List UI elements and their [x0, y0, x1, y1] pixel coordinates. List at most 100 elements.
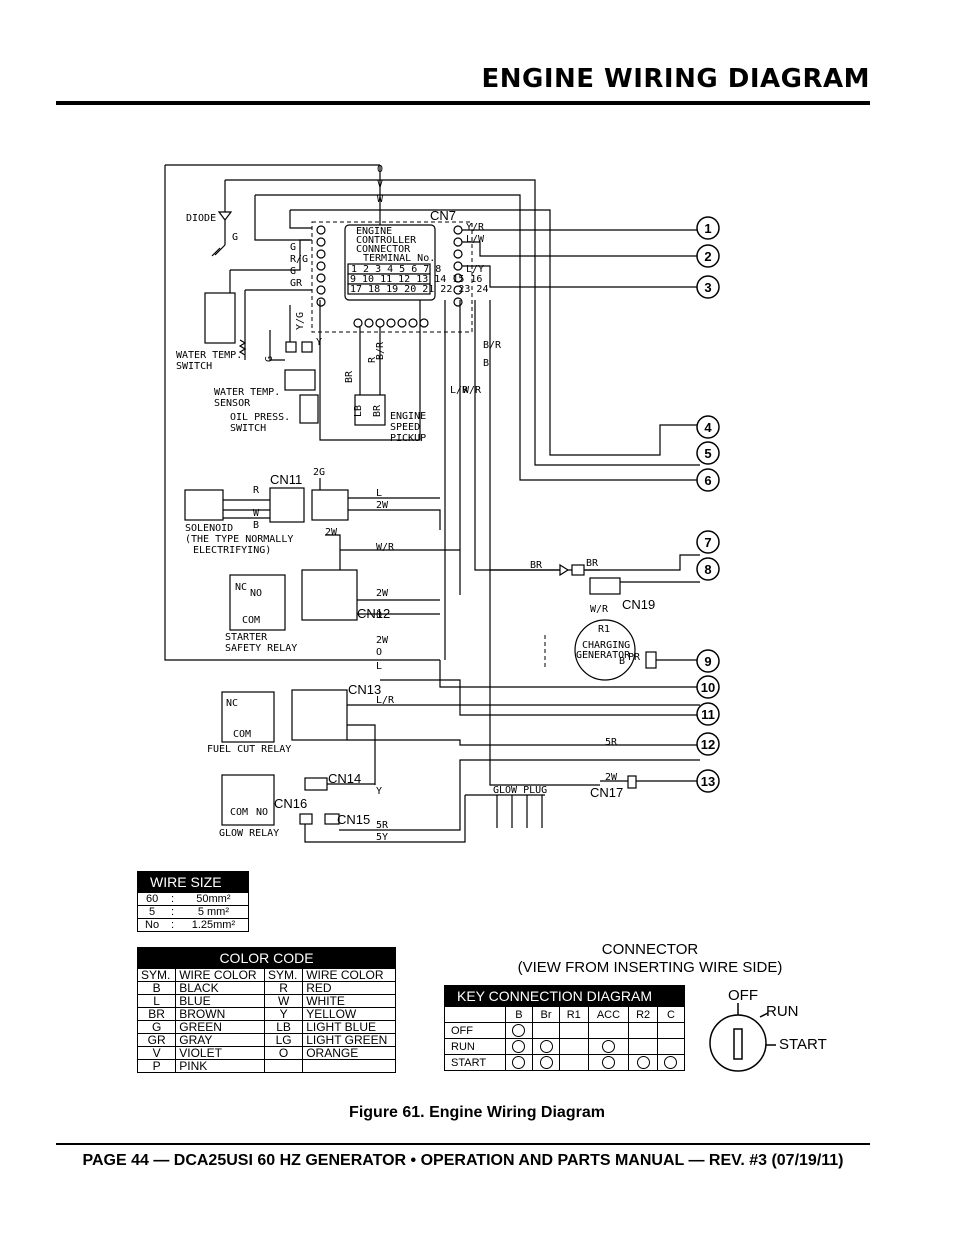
- figure-caption: Figure 61. Engine Wiring Diagram: [349, 1104, 605, 1121]
- color-code-header: SYM.: [136, 968, 177, 982]
- connector-title-1: CONNECTOR: [601, 941, 699, 958]
- wire-cn13: [347, 704, 700, 785]
- connector-title-2: (VIEW FROM INSERTING WIRE SIDE): [517, 959, 783, 976]
- speed-pickup-label-3: PICKUP: [390, 433, 426, 444]
- key-connection-row: START: [444, 1054, 686, 1071]
- wire-label-wr: W/R: [463, 385, 482, 396]
- wire-label-lr: L/R: [450, 385, 469, 396]
- color-code-cell: LB: [263, 1020, 304, 1034]
- wire-label-2w-a: 2W: [325, 527, 338, 538]
- fuel-cut-relay-icon: [221, 691, 275, 743]
- wire-size-cell: :: [166, 905, 179, 919]
- cn15-label: CN15: [337, 812, 370, 827]
- color-code-header: SYM.: [263, 968, 304, 982]
- header-rule: [56, 101, 870, 105]
- color-code-cell: BR: [136, 1007, 177, 1021]
- terminal-4-label: 4: [704, 420, 712, 435]
- terminal-12-label: 12: [701, 737, 715, 752]
- glow-relay-label: GLOW RELAY: [219, 828, 279, 839]
- ecu-label-4: TERMINAL No.: [363, 253, 435, 264]
- color-code-cell: O: [263, 1046, 304, 1060]
- wire-label-br2: B/R: [375, 341, 386, 360]
- terminal-6-label: 6: [704, 473, 711, 488]
- cn12-connector: [301, 569, 358, 621]
- color-code-cell: [263, 1059, 304, 1073]
- terminal-10-label: 10: [701, 680, 715, 695]
- water-temp-sensor-icon: [284, 369, 316, 391]
- speed-pickup-label-1: ENGINE: [390, 411, 426, 422]
- resistor-icon: [238, 339, 247, 356]
- water-temp-switch-label-1: WATER TEMP.: [176, 350, 242, 361]
- cn16-connector: [299, 813, 313, 825]
- key-connection-header: ACC: [587, 1006, 630, 1023]
- glow-relay-icon: [221, 774, 275, 826]
- wire-label-gr-g: G: [290, 242, 296, 253]
- wire-label-sol-r: R: [253, 485, 260, 496]
- color-code-cell: PINK: [175, 1059, 265, 1073]
- wire-label-o-b: O: [376, 610, 382, 621]
- wire-w-drop: [254, 195, 310, 241]
- fuel-cut-relay-com: COM: [233, 729, 251, 740]
- fuel-cut-relay-label: FUEL CUT RELAY: [207, 744, 291, 755]
- key-connection-cell: [504, 1038, 533, 1055]
- solenoid-label-2: (THE TYPE NORMALLY: [185, 534, 293, 545]
- charging-generator-icon: [574, 619, 636, 681]
- key-connection-cell: [656, 1022, 686, 1039]
- wire-to-terminal-6: [255, 194, 700, 481]
- sensor-connector-icon-2: [301, 341, 313, 353]
- terminal-5-marker: [696, 441, 720, 465]
- wire-label-br-right: B/R: [483, 340, 502, 351]
- wire-label-pr: PR: [628, 652, 641, 663]
- wire-speed-pickup: [359, 327, 381, 395]
- wire-label-g2: G: [290, 266, 296, 277]
- oil-press-label-1: OIL PRESS.: [230, 412, 290, 423]
- key-connection-cell: [531, 1038, 561, 1055]
- wire-label-5r-b: 5R: [376, 820, 389, 831]
- color-code-cell: LIGHT GREEN: [302, 1033, 396, 1047]
- starter-relay-label-1: STARTER: [225, 632, 268, 643]
- ecu-row-mid: 9 10 11 12 13 14 15 16: [350, 274, 482, 285]
- wire-label-ly: L/Y: [466, 264, 484, 275]
- terminal-11-label: 11: [701, 707, 715, 722]
- terminal-11-marker: [696, 702, 720, 726]
- key-connection-cell: [587, 1038, 630, 1055]
- wire-oil-press: [319, 300, 421, 441]
- cn11-plug: [311, 489, 349, 521]
- water-temp-sensor-label-1: WATER TEMP.: [214, 387, 280, 398]
- key-connection-cell: [559, 1022, 589, 1039]
- key-connection-row: RUN: [444, 1038, 686, 1055]
- terminal-13-marker: [696, 769, 720, 793]
- wire-label-5r: 5R: [605, 737, 618, 748]
- color-code-cell: BLUE: [175, 994, 265, 1008]
- terminal-5-label: 5: [704, 446, 711, 461]
- key-connection-cell: [628, 1054, 658, 1071]
- connection-circle-icon: [601, 1040, 615, 1053]
- wire-label-yr: Y/R: [466, 222, 485, 233]
- wire-to-terminal-2: [462, 241, 700, 257]
- wire-label-lw: L/W: [466, 234, 485, 245]
- key-position-label: START: [444, 1054, 506, 1071]
- wire-sensor-g: [269, 305, 291, 361]
- color-code-cell: LIGHT BLUE: [302, 1020, 396, 1034]
- color-code-cell: LG: [263, 1033, 304, 1047]
- wire-label-r1: R1: [598, 624, 610, 635]
- ecu-label-1: ENGINE: [356, 226, 392, 237]
- wire-label-top-o: O: [377, 164, 383, 175]
- wire-to-terminal-11: [380, 679, 700, 716]
- wire-size-cell: 5 mm²: [178, 905, 249, 919]
- page-title: ENGINE WIRING DIAGRAM: [481, 64, 870, 94]
- wire-label-br3: BR: [372, 404, 383, 417]
- color-code-cell: R: [263, 981, 304, 995]
- color-code-header: WIRE COLOR: [302, 968, 396, 982]
- key-connection-header: [444, 1006, 506, 1023]
- wire-cn12: [325, 534, 460, 615]
- key-connection-header: C: [656, 1006, 686, 1023]
- key-switch-diagram: [709, 1003, 776, 1072]
- terminal-7-label: 7: [704, 535, 711, 550]
